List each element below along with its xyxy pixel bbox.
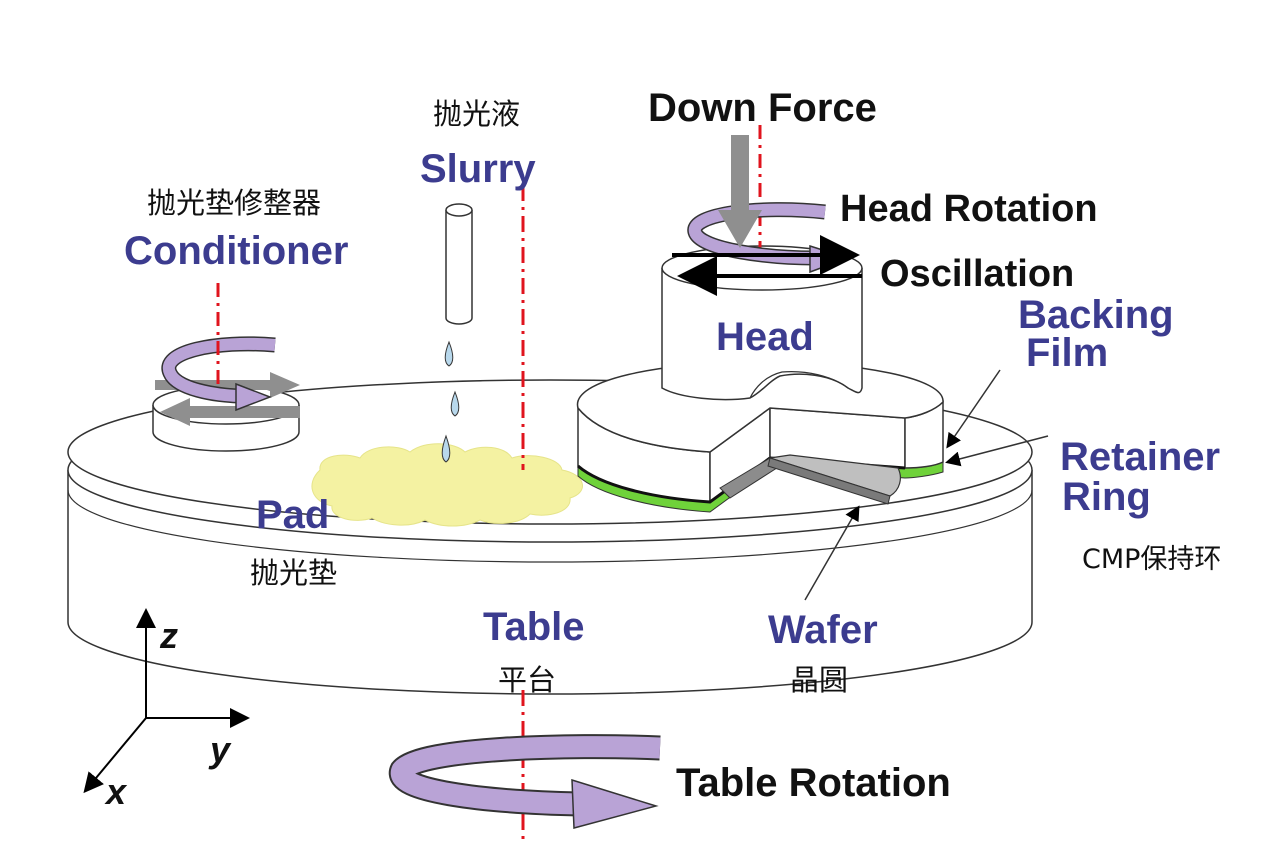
coordinate-axes [83, 608, 250, 794]
head-rotation-label: Head Rotation [840, 188, 1098, 230]
conditioner-label: Conditioner [124, 229, 348, 273]
slurry-tube [445, 203, 473, 325]
table-rotation-arrow [388, 734, 661, 829]
wafer-label: Wafer [768, 608, 878, 652]
retainer-ring-label-1: Retainer [1060, 435, 1220, 479]
slurry-droplets [441, 340, 460, 463]
down-force-label: Down Force [648, 86, 877, 130]
slurry-label: Slurry [420, 147, 536, 191]
axis-z-label: z [159, 615, 178, 656]
head-label: Head [716, 315, 814, 359]
wafer-pointer [804, 505, 860, 601]
retainer-ring-pointer [945, 435, 1049, 467]
slurry-zh-label: 抛光液 [433, 97, 520, 131]
retainer-ring-zh-label: CMP保持环 [1082, 544, 1221, 575]
retainer-ring-label-2: Ring [1062, 475, 1151, 519]
conditioner-zh-label: 抛光垫修整器 [147, 186, 321, 220]
pad-zh-label: 抛光垫 [250, 556, 337, 590]
axis-y-label: y [208, 729, 232, 770]
pad-label: Pad [256, 493, 329, 537]
backing-film-pointer [946, 369, 1001, 449]
backing-film-label-2: Film [1026, 331, 1108, 375]
table-label: Table [483, 605, 585, 649]
backing-film-label-1: Backing [1018, 293, 1174, 337]
down-force-arrow [718, 135, 762, 248]
oscillation-arrows [672, 235, 862, 296]
conditioner-oscillation-arrows [155, 372, 300, 426]
wafer-zh-label: 晶圆 [790, 663, 848, 697]
conditioner-rotation-arrow [161, 336, 276, 412]
slurry-puddle [311, 443, 583, 527]
table-zh-label: 平台 [498, 663, 556, 697]
oscillation-label: Oscillation [880, 253, 1074, 295]
axis-x-label: x [104, 771, 128, 812]
wafer-slice [719, 454, 901, 505]
table-rotation-label: Table Rotation [676, 761, 951, 805]
